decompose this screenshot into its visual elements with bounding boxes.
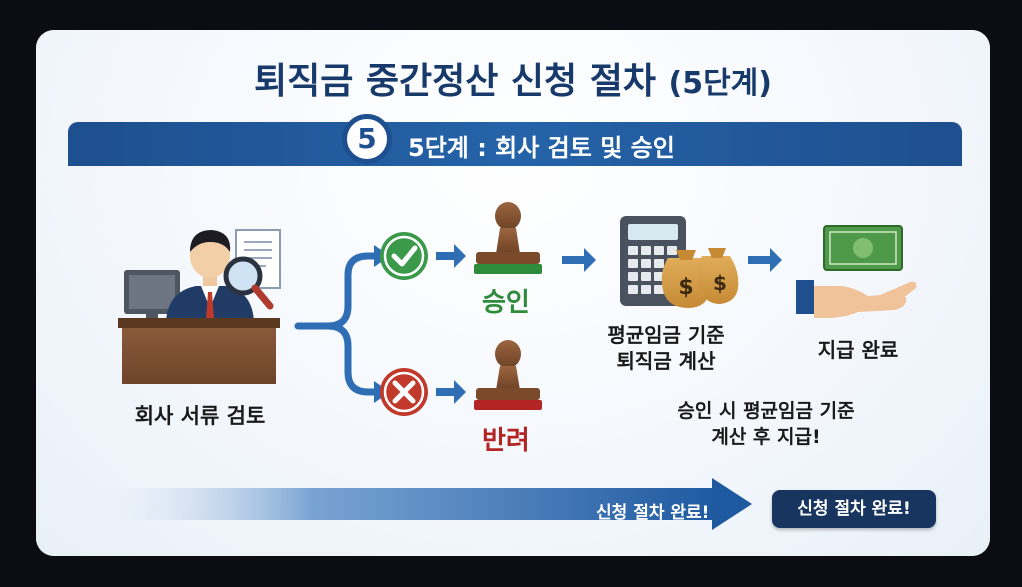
completion-flow-arrow <box>94 478 752 530</box>
reject-label: 반려 <box>482 426 530 456</box>
banknote-icon <box>823 225 903 271</box>
flow-arrow-label: 신청 절차 완료! <box>596 503 710 523</box>
approve-stamp-icon <box>474 202 542 274</box>
approval-note: 승인 시 평균임금 기준 계산 후 지급! <box>636 398 896 450</box>
title-main: 퇴직금 중간정산 신청 절차 <box>254 61 656 102</box>
approval-note-line2: 계산 후 지급! <box>711 426 821 448</box>
svg-text:$: $ <box>678 275 693 300</box>
arrow-to-approve-icon <box>436 244 466 268</box>
approval-note-line1: 승인 시 평균임금 기준 <box>677 400 855 422</box>
completion-button[interactable]: 신청 절차 완료! <box>772 490 936 528</box>
procedure-card: 퇴직금 중간정산 신청 절차 (5단계) 5 5단계 : 회사 검토 및 승인 <box>36 30 990 556</box>
reject-stamp-icon <box>474 340 542 410</box>
arrow-to-payment-icon <box>748 248 782 272</box>
title-step-count: (5단계) <box>668 66 772 101</box>
review-label: 회사 서류 검토 <box>134 404 266 428</box>
calculation-label: 평균임금 기준 퇴직금 계산 <box>596 322 736 374</box>
step-title: 5단계 : 회사 검토 및 승인 <box>408 134 675 162</box>
payment-label: 지급 완료 <box>817 338 899 362</box>
calculation-label-line1: 평균임금 기준 <box>607 323 725 347</box>
branch-arrows <box>294 252 380 396</box>
step-header-bar <box>68 122 962 166</box>
step-number-badge: 5 <box>342 114 392 164</box>
page-title: 퇴직금 중간정산 신청 절차 (5단계) <box>36 52 990 104</box>
diagram-illustration: $ $ <box>94 202 917 530</box>
calculation-label-line2: 퇴직금 계산 <box>616 349 716 373</box>
approve-label: 승인 <box>482 288 530 318</box>
cross-icon <box>380 368 428 416</box>
arrow-to-reject-icon <box>436 380 466 404</box>
arrow-to-calc-icon <box>562 248 596 272</box>
check-icon <box>380 232 428 280</box>
money-bag-icon: $ $ <box>661 248 739 308</box>
reviewer-icon <box>118 229 281 384</box>
hand-icon <box>796 280 917 318</box>
svg-text:$: $ <box>713 271 727 295</box>
